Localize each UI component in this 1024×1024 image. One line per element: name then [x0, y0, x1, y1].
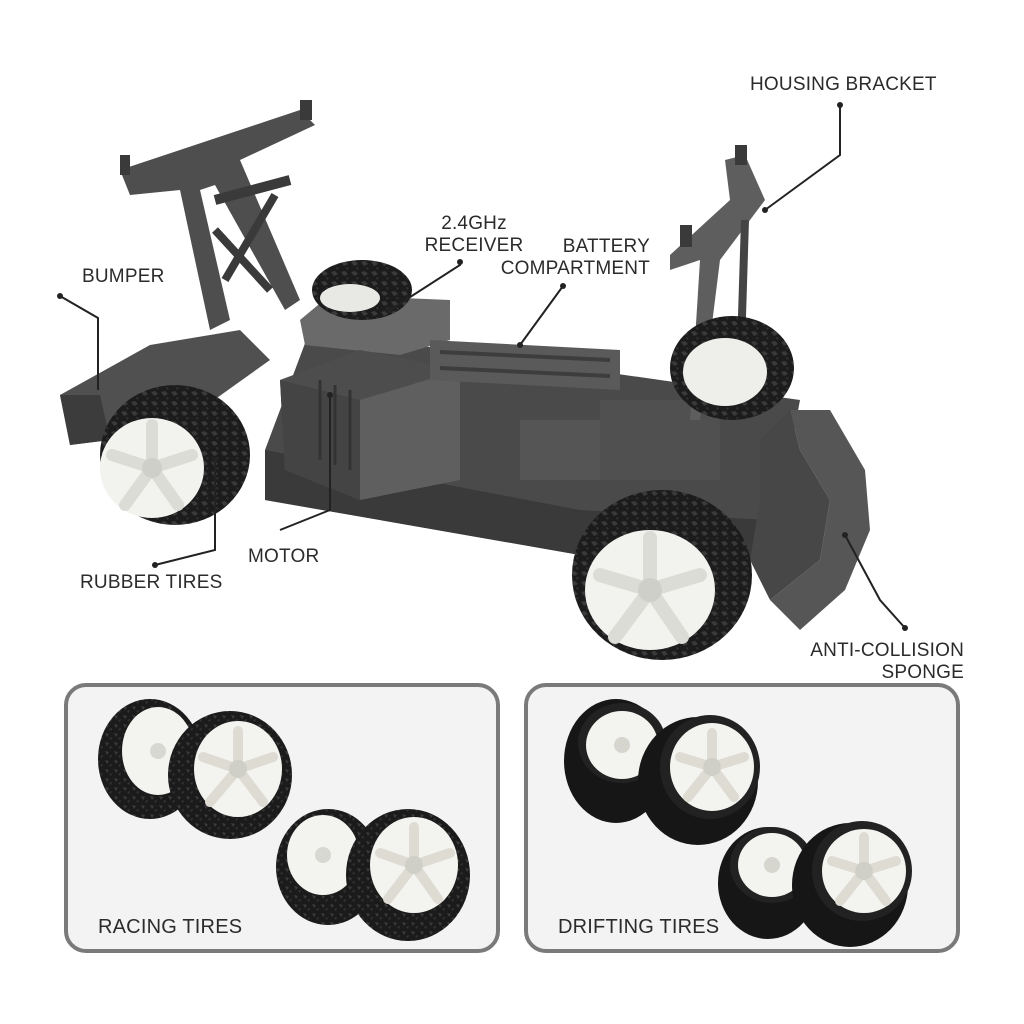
anti-collision-line1: ANTI-COLLISION: [810, 640, 964, 661]
rubber-tire-front: [572, 490, 752, 660]
central-housing: [280, 295, 460, 500]
racing-tires-image: [98, 699, 470, 941]
receiver-label-line1: 2.4GHz: [441, 213, 507, 234]
drifting-tires-image: [564, 699, 912, 947]
anti-collision-line2: SPONGE: [881, 662, 964, 683]
bumper-label: BUMPER: [82, 266, 165, 287]
rear-shock-tower: [120, 100, 315, 330]
drifting-tires-title: DRIFTING TIRES: [558, 916, 720, 938]
rubber-tire-rear: [100, 385, 250, 525]
anti-collision-sponge: [750, 410, 870, 630]
callout-lines: [59, 105, 906, 629]
callout-dots: [57, 102, 908, 631]
wheel-front-back: [670, 316, 794, 420]
housing-bracket-label: HOUSING BRACKET: [750, 74, 937, 95]
drifting-tires-panel: DRIFTING TIRES: [524, 683, 960, 953]
racing-tires-panel: RACING TIRES: [64, 683, 500, 953]
battery-compartment-label: BATTERY COMPARTMENT: [490, 236, 650, 280]
gearbox: [465, 400, 720, 490]
anti-collision-sponge-label: ANTI-COLLISION SPONGE: [770, 640, 964, 684]
drifting-tire-4: [792, 821, 912, 947]
racing-tires-title: RACING TIRES: [98, 916, 243, 938]
battery-compartment: [430, 340, 620, 390]
motor-label: MOTOR: [248, 546, 320, 567]
battery-label-line2: COMPARTMENT: [500, 258, 650, 279]
rubber-tires-label: RUBBER TIRES: [80, 572, 223, 593]
receiver-label: 2.4GHz RECEIVER: [420, 213, 528, 257]
drifting-tire-2: [638, 715, 760, 845]
rc-chassis-illustration: [57, 100, 908, 660]
receiver-label-line2: RECEIVER: [424, 235, 524, 256]
racing-tire-2: [168, 711, 292, 839]
racing-tire-4: [346, 809, 470, 941]
wheel-rear-back: [312, 260, 412, 320]
battery-label-line1: BATTERY: [562, 236, 650, 257]
